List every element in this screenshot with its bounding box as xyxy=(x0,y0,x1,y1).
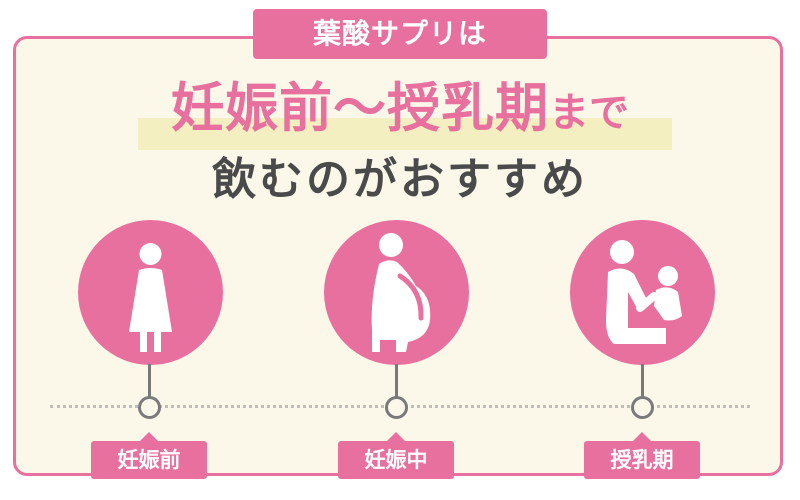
headline-main: 妊娠前〜授乳期 xyxy=(171,78,549,139)
stage-label-pregnancy: 妊娠中 xyxy=(338,432,454,479)
stage-label-pre-pregnancy: 妊娠前 xyxy=(91,432,207,479)
connector-line xyxy=(148,364,151,398)
headline-suffix: まで xyxy=(549,90,629,136)
connector-line xyxy=(395,364,398,398)
timeline-node xyxy=(631,396,654,419)
stage-circle-pre-pregnancy xyxy=(78,220,223,365)
connector-line xyxy=(641,364,644,398)
stage-label-breastfeeding: 授乳期 xyxy=(584,432,700,479)
headline: 妊娠前〜授乳期まで xyxy=(0,74,800,144)
timeline-node xyxy=(385,396,408,419)
woman-icon xyxy=(129,243,172,352)
timeline-node xyxy=(138,396,161,419)
mother-holding-baby-icon xyxy=(606,240,682,344)
stage-circle-pregnancy xyxy=(324,220,469,365)
headline-highlight xyxy=(138,118,672,150)
stage-circle-breastfeeding xyxy=(570,220,715,365)
pregnant-woman-icon xyxy=(371,233,431,352)
subheadline: 飲むのがおすすめ xyxy=(212,154,588,205)
title-badge: 葉酸サプリは xyxy=(253,9,547,59)
